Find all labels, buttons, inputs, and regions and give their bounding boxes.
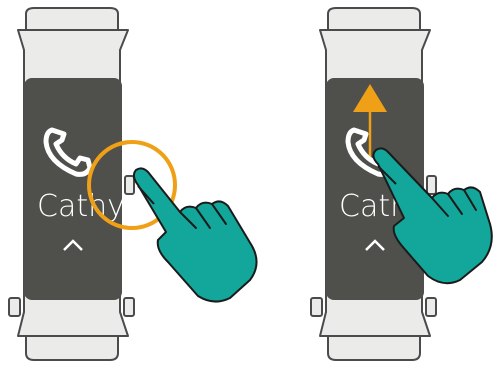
right-side-button-left: [311, 298, 322, 316]
hand-tap-icon: [134, 168, 257, 301]
right-strap-bottom: [328, 334, 420, 360]
left-side-button-left: [9, 298, 20, 316]
right-panel: Cathy: [311, 8, 492, 360]
left-panel: Cathy: [9, 8, 257, 360]
right-side-button-mid: [427, 176, 436, 194]
left-side-button-right: [124, 298, 134, 316]
right-side-button-right: [426, 298, 436, 316]
left-side-button-mid: [125, 176, 134, 194]
caller-name: Cathy: [37, 189, 125, 224]
left-strap-bottom: [26, 334, 118, 360]
